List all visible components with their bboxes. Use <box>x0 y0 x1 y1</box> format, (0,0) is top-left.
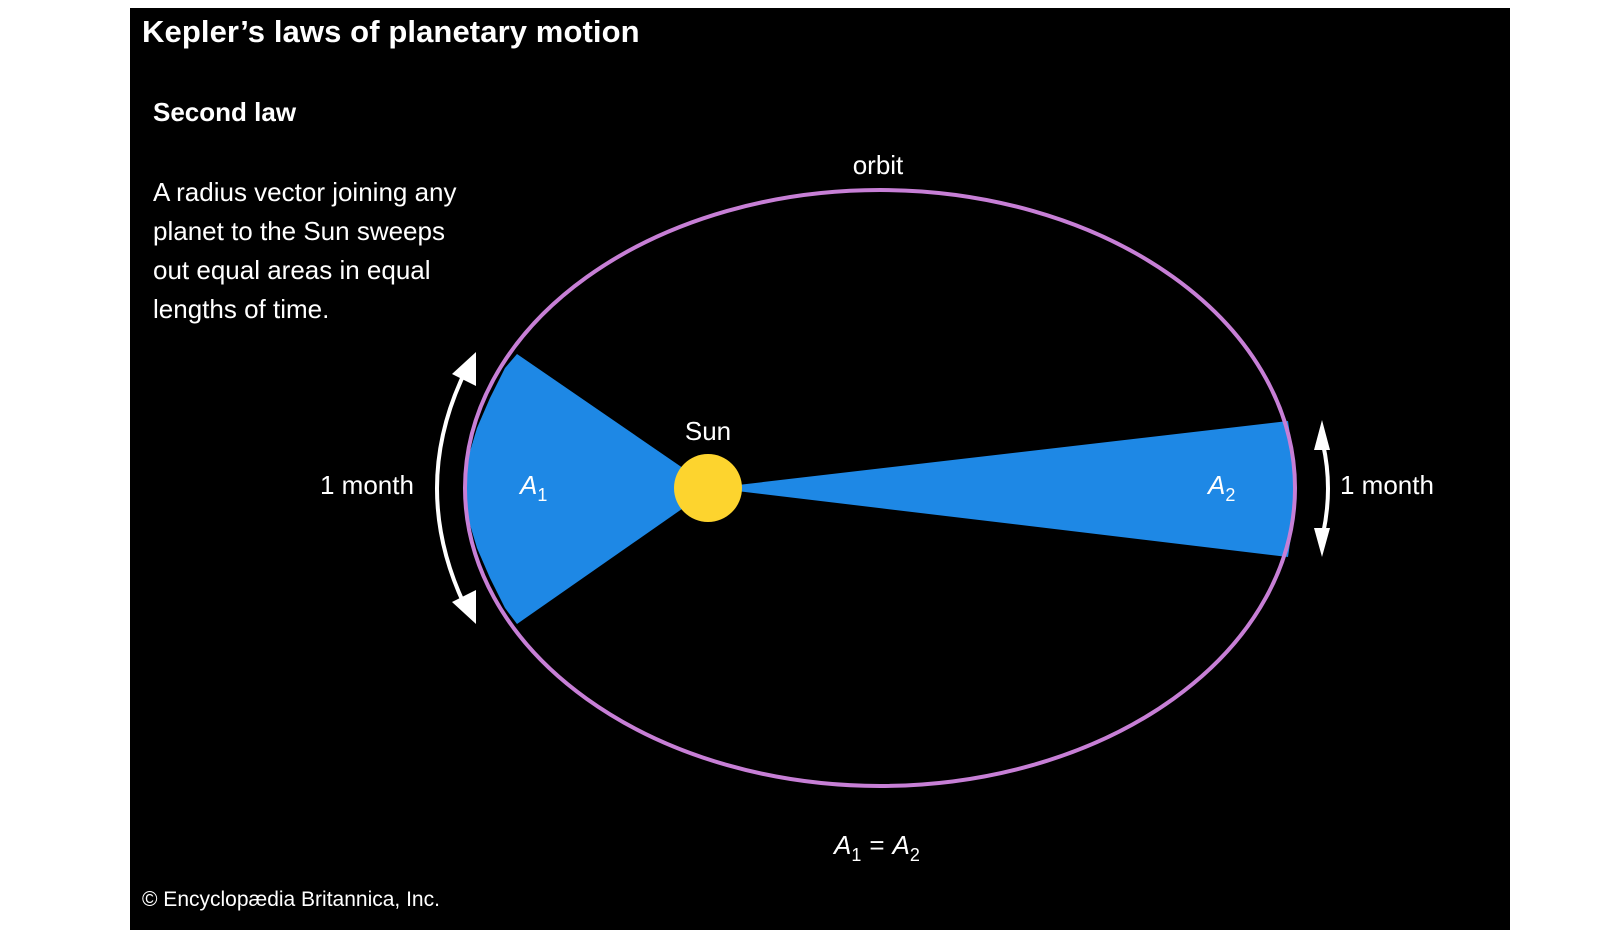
area-a2-index: 2 <box>1225 485 1235 505</box>
diagram-panel: orbit Sun 1 month 1 month A1 A2 A1=A2 Ke… <box>130 8 1510 930</box>
law-description: A radius vector joining any planet to th… <box>153 173 513 329</box>
description-line: lengths of time. <box>153 294 330 324</box>
area-a1-symbol: A <box>518 470 537 500</box>
area-a2-label: A2 <box>1206 470 1235 505</box>
equation-a2-symbol: A <box>891 830 910 860</box>
orbit-ellipse <box>463 188 1297 788</box>
description-line: A radius vector joining any <box>153 177 457 207</box>
sun-label: Sun <box>685 416 731 446</box>
diagram-title: Kepler’s laws of planetary motion <box>142 14 640 49</box>
area-a2-symbol: A <box>1206 470 1225 500</box>
right-time-label: 1 month <box>1340 470 1434 500</box>
description-line: planet to the Sun sweeps <box>153 216 445 246</box>
right-time-arrow <box>1314 420 1330 557</box>
copyright-credit: © Encyclopædia Britannica, Inc. <box>142 888 440 911</box>
equation-a2-index: 2 <box>910 845 920 865</box>
sweep-area-a2 <box>712 421 1295 557</box>
equation-a1-index: 1 <box>851 845 861 865</box>
left-time-arrow <box>435 352 476 624</box>
left-time-label: 1 month <box>320 470 414 500</box>
law-subtitle: Second law <box>153 97 297 127</box>
orbit-label: orbit <box>853 150 904 180</box>
sweep-area-a1 <box>465 354 712 624</box>
area-a1-index: 1 <box>537 485 547 505</box>
area-equation: A1=A2 <box>832 830 920 865</box>
orbit-diagram: orbit Sun 1 month 1 month A1 A2 A1=A2 <box>320 150 1434 865</box>
equation-equals: = <box>869 830 884 860</box>
sun-circle <box>674 454 742 522</box>
description-line: out equal areas in equal <box>153 255 431 285</box>
area-a1-label: A1 <box>518 470 547 505</box>
equation-a1-symbol: A <box>832 830 851 860</box>
